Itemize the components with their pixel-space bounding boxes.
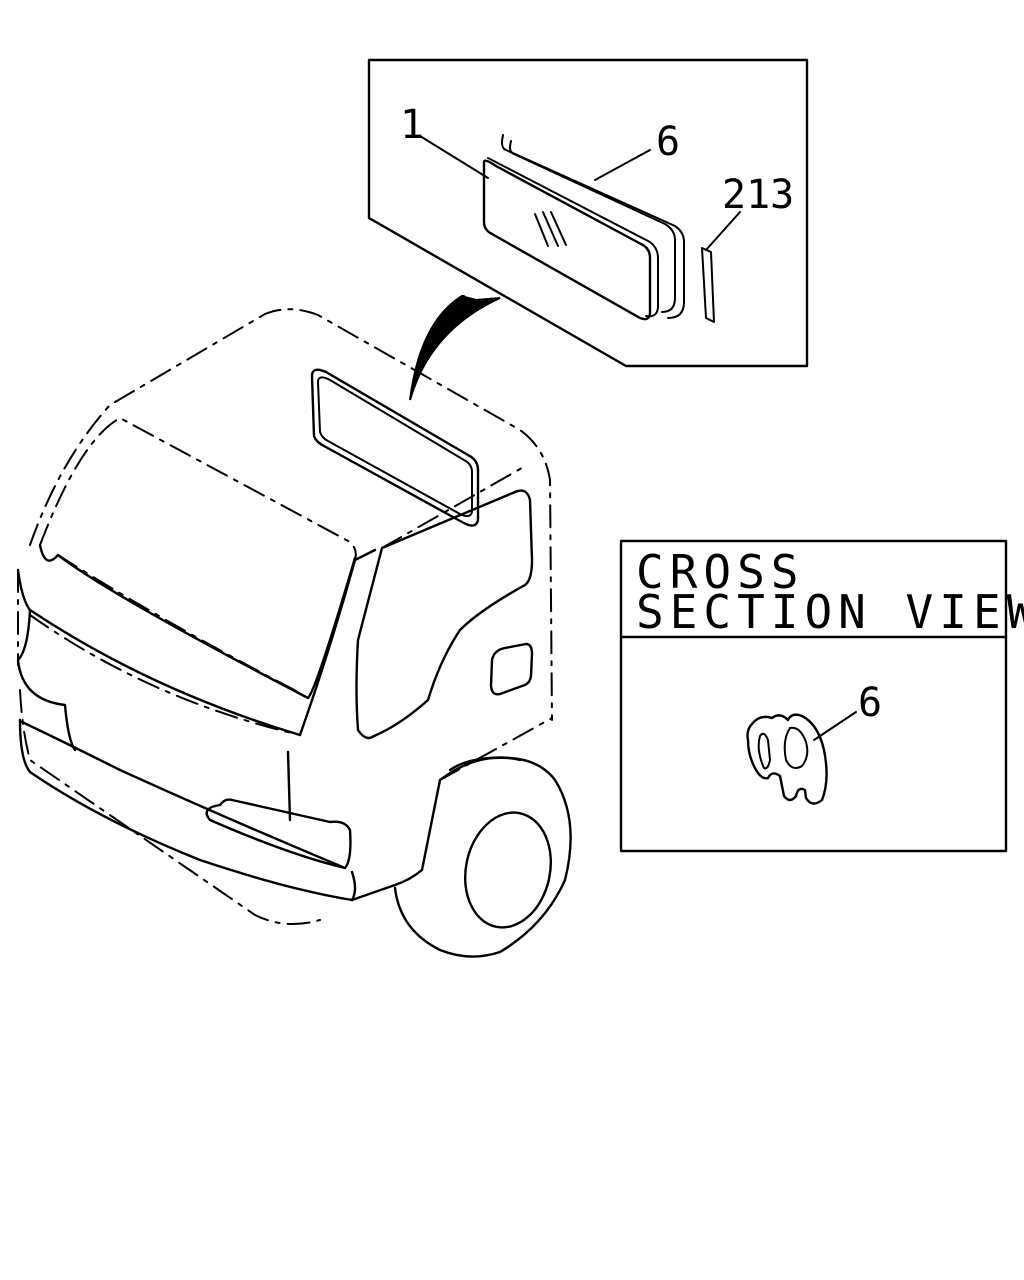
callout-cross-section-weatherstrip: 6 bbox=[858, 680, 882, 726]
glass-part bbox=[482, 157, 659, 321]
glass-leader-line bbox=[419, 135, 489, 179]
door-handle bbox=[489, 642, 534, 696]
weatherstrip-leader-line bbox=[594, 149, 651, 181]
callout-sealant: 213 bbox=[722, 172, 794, 218]
sealant-part bbox=[701, 247, 715, 323]
weatherstrip-part bbox=[501, 134, 685, 319]
cross-section-box: CROSS SECTION VIEW 6 bbox=[619, 539, 1024, 853]
sealant-leader-line bbox=[705, 211, 741, 251]
roof-hatch bbox=[310, 368, 480, 527]
detail-inset-frame bbox=[367, 58, 809, 368]
pointer-arrow bbox=[409, 294, 501, 401]
detail-inset: 1 6 213 bbox=[367, 58, 809, 368]
cross-section-title-line2: SECTION VIEW bbox=[636, 585, 1024, 639]
cross-section-frame bbox=[619, 539, 1008, 853]
cross-section-title-line1: CROSS bbox=[636, 545, 804, 599]
truck-cab bbox=[16, 308, 572, 958]
cross-section-leader-line bbox=[813, 711, 857, 741]
callout-glass: 1 bbox=[400, 102, 424, 148]
callout-weatherstrip: 6 bbox=[656, 119, 680, 165]
weatherstrip-profile bbox=[746, 713, 828, 805]
